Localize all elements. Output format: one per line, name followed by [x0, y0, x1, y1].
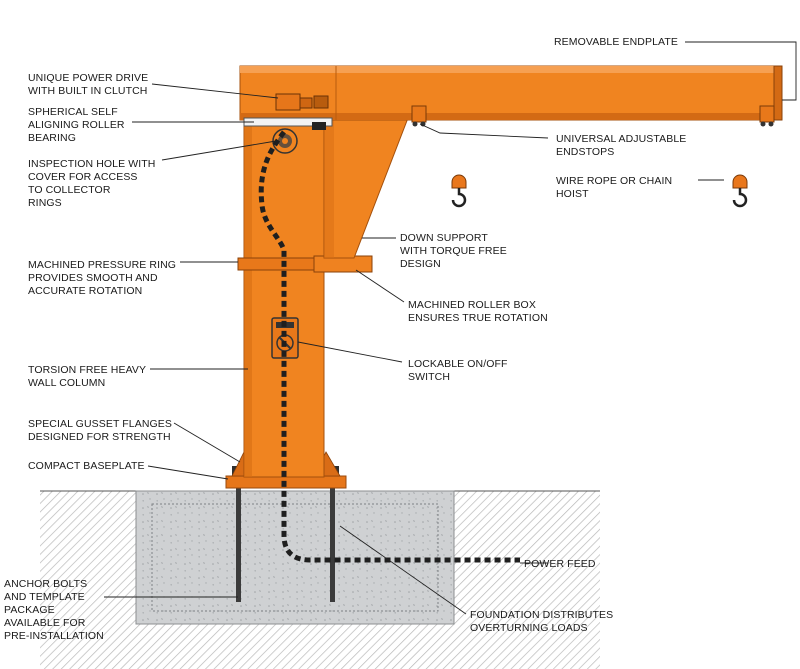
label-hoist: WIRE ROPE OR CHAIN HOIST — [556, 175, 673, 200]
label-roller-box: MACHINED ROLLER BOX ENSURES TRUE ROTATIO… — [408, 299, 548, 324]
endstops — [411, 105, 775, 127]
power-cable — [258, 130, 520, 563]
label-power-drive: UNIQUE POWER DRIVE WITH BUILT IN CLUTCH — [28, 72, 149, 97]
label-inspection-hole: INSPECTION HOLE WITH COVER FOR ACCESS TO… — [28, 158, 156, 209]
label-anchor-bolts: ANCHOR BOLTS AND TEMPLATE PACKAGE AVAILA… — [4, 578, 104, 642]
hoist-hook-right — [732, 174, 748, 208]
removable-endplate — [773, 65, 783, 121]
label-onoff-switch: LOCKABLE ON/OFF SWITCH — [408, 358, 508, 383]
label-wall-column: TORSION FREE HEAVY WALL COLUMN — [28, 364, 147, 389]
label-baseplate: COMPACT BASEPLATE — [28, 460, 145, 472]
down-support — [323, 117, 409, 259]
label-endstops: UNIVERSAL ADJUSTABLE ENDSTOPS — [556, 133, 687, 158]
label-power-feed: POWER FEED — [524, 558, 596, 570]
hoist-hook-left — [451, 174, 467, 208]
label-foundation: FOUNDATION DISTRIBUTES OVERTURNING LOADS — [470, 609, 614, 634]
label-roller-bearing: SPHERICAL SELF ALIGNING ROLLER BEARING — [28, 106, 125, 144]
label-pressure-ring: MACHINED PRESSURE RING PROVIDES SMOOTH A… — [28, 259, 177, 297]
label-removable-endplate: REMOVABLE ENDPLATE — [554, 36, 678, 48]
jib-boom — [239, 65, 781, 121]
power-drive-motor — [275, 93, 329, 111]
leader-lines — [104, 41, 797, 615]
label-down-support: DOWN SUPPORT WITH TORQUE FREE DESIGN — [400, 232, 507, 270]
label-gusset-flanges: SPECIAL GUSSET FLANGES DESIGNED FOR STRE… — [28, 418, 172, 443]
wall-column — [243, 119, 325, 478]
